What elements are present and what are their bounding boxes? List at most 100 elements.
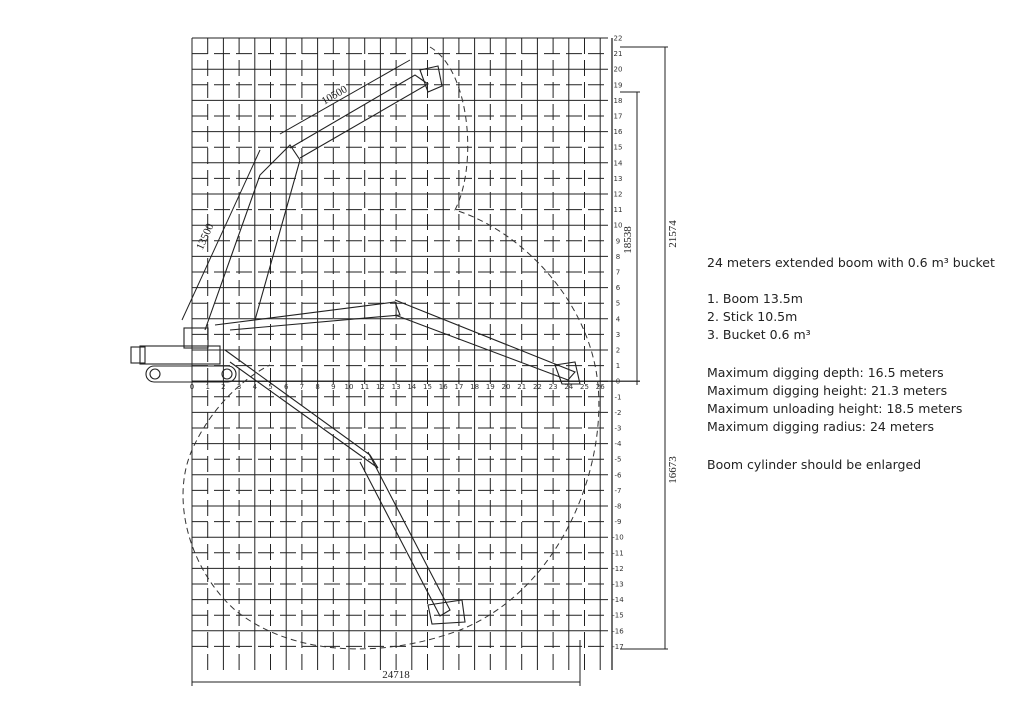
x-tick-label: 23 [549, 383, 558, 391]
spec-max-height: Maximum digging height: 21.3 meters [707, 383, 948, 398]
y-tick-label: -4 [615, 440, 623, 448]
y-tick-label: -11 [612, 549, 623, 557]
x-tick-label: 18 [470, 383, 479, 391]
y-tick-label: 21 [614, 50, 623, 58]
dim-dump-height: 18538 [622, 226, 634, 254]
y-tick-label: 13 [614, 175, 623, 183]
x-tick-label: 10 [345, 383, 354, 391]
digging-envelope [182, 46, 600, 650]
x-tick-label: 13 [392, 383, 401, 391]
x-tick-label: 1 [205, 383, 209, 391]
y-tick-label: 10 [614, 222, 623, 230]
y-tick-label: 8 [616, 253, 620, 261]
y-tick-label: 0 [616, 378, 620, 386]
bucket-raised [419, 65, 443, 93]
y-tick-label: -1 [615, 393, 622, 401]
component-bucket: 3. Bucket 0.6 m³ [707, 327, 811, 342]
y-tick-label: 9 [616, 237, 620, 245]
idler-wheel [149, 368, 161, 380]
y-tick-label: 11 [614, 206, 623, 214]
dimension-lines: 21574 18538 16673 24718 10500 13500 [181, 46, 679, 686]
x-tick-label: 7 [300, 383, 304, 391]
boom-horizontal [214, 299, 581, 385]
bucket-reach [554, 361, 581, 385]
annotation-title: 24 meters extended boom with 0.6 m³ buck… [707, 255, 995, 270]
y-tick-label: -13 [612, 581, 623, 589]
x-tick-label: 26 [596, 383, 605, 391]
note-boom-cylinder: Boom cylinder should be enlarged [707, 457, 922, 472]
spec-max-unloading-height: Maximum unloading height: 18.5 meters [707, 401, 963, 416]
x-tick-label: 20 [502, 383, 511, 391]
y-tick-label: -7 [615, 487, 622, 495]
y-tick-label: 2 [616, 347, 620, 355]
y-tick-label: -8 [615, 503, 622, 511]
y-tick-label: -12 [612, 565, 623, 573]
x-tick-label: 2 [221, 383, 225, 391]
x-tick-label: 4 [253, 383, 258, 391]
x-tick-label: 11 [360, 383, 369, 391]
crawler-track [145, 365, 237, 383]
boom-lowered [224, 349, 466, 625]
y-tick-label: -3 [615, 425, 622, 433]
x-tick-label: 6 [284, 383, 289, 391]
x-tick-label: 19 [486, 383, 495, 391]
grid [191, 37, 608, 670]
y-tick-label: 22 [614, 35, 623, 43]
x-tick-label: 5 [268, 383, 272, 391]
axes [192, 38, 640, 670]
x-tick-label: 9 [331, 383, 335, 391]
y-tick-label: -10 [612, 534, 623, 542]
spec-max-radius: Maximum digging radius: 24 meters [707, 419, 934, 434]
excavator-body [130, 327, 237, 383]
x-tick-label: 25 [580, 383, 589, 391]
y-tick-label: 14 [614, 159, 623, 167]
y-tick-label: -9 [615, 518, 622, 526]
y-tick-label: 1 [616, 362, 620, 370]
component-stick: 2. Stick 10.5m [707, 309, 798, 324]
counterweight [130, 346, 146, 364]
y-tick-label: 16 [614, 128, 623, 136]
x-tick-label: 15 [423, 383, 432, 391]
y-tick-label: 3 [616, 331, 620, 339]
y-tick-label: -17 [612, 643, 623, 651]
y-tick-label: 18 [614, 97, 623, 105]
x-tick-label: 16 [439, 383, 448, 391]
y-tick-label: -14 [612, 596, 624, 604]
x-tick-label: 8 [315, 383, 319, 391]
dim-max-radius: 24718 [382, 669, 410, 681]
x-tick-label: 3 [237, 383, 241, 391]
operator-cab [183, 327, 209, 349]
upper-structure [139, 345, 221, 365]
component-boom: 1. Boom 13.5m [707, 291, 803, 306]
y-tick-label: 7 [616, 269, 620, 277]
x-tick-label: 12 [376, 383, 385, 391]
spec-max-depth: Maximum digging depth: 16.5 meters [707, 365, 944, 380]
y-tick-label: -6 [615, 471, 623, 479]
y-tick-label: -16 [612, 627, 624, 635]
dim-max-height: 21574 [667, 220, 679, 248]
x-tick-label: 22 [533, 383, 542, 391]
y-tick-label: 6 [616, 284, 621, 292]
y-tick-label: 20 [614, 66, 623, 74]
x-tick-label: 14 [407, 383, 416, 391]
y-tick-label: -5 [615, 456, 622, 464]
x-tick-label: 21 [517, 383, 526, 391]
y-tick-label: 4 [616, 315, 621, 323]
y-tick-label: -15 [612, 612, 623, 620]
y-tick-label: 5 [616, 300, 620, 308]
bucket-deep [427, 599, 466, 625]
dim-boom-length: 13500 [194, 221, 216, 251]
x-tick-label: 17 [454, 383, 463, 391]
dim-max-depth: 16673 [667, 456, 679, 484]
boom-raised [204, 65, 443, 331]
y-tick-label: 17 [614, 113, 623, 121]
y-tick-label: 19 [614, 81, 623, 89]
x-tick-label: 0 [190, 383, 194, 391]
sprocket-wheel [221, 368, 233, 380]
y-tick-label: -2 [615, 409, 622, 417]
x-tick-label: 24 [564, 383, 573, 391]
y-tick-label: 15 [614, 144, 623, 152]
dim-stick-length: 10500 [320, 83, 350, 107]
